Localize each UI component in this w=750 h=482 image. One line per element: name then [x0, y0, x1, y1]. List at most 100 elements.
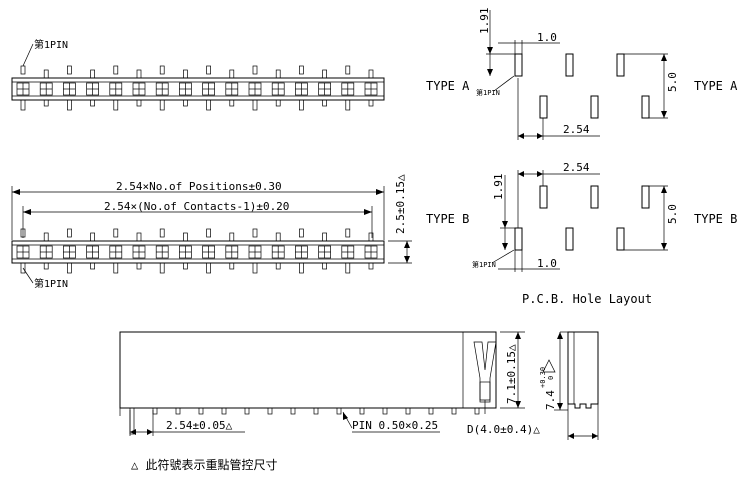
- type-a-hole: [616, 53, 625, 77]
- connector-pin: [341, 65, 355, 111]
- front-pin-row: [16, 228, 378, 274]
- connector-pin: [318, 69, 331, 107]
- connector-pin: [132, 69, 146, 107]
- type-b-row-spacing-dim: 5.0: [666, 204, 679, 224]
- front-pin1-leader: [22, 267, 34, 284]
- connector-pin: [16, 65, 30, 111]
- connector-pin: [295, 228, 308, 274]
- type-a-hole-1: [514, 53, 523, 77]
- connector-pin: [364, 69, 378, 107]
- top-pin-row: [16, 65, 378, 111]
- type-a-hole-width-dim: 1.0: [537, 31, 557, 44]
- connector-pin: [16, 228, 30, 274]
- contacts-dim-text: 2.54×(No.of Contacts-1)±0.20: [104, 200, 289, 213]
- side-height-dim-text: 7.1±0.15△: [505, 344, 518, 404]
- type-b-hole: [539, 185, 548, 209]
- pin-dim-text: PIN 0.50×0.25: [352, 419, 438, 432]
- pcb-layout-title: P.C.B. Hole Layout: [522, 292, 652, 306]
- top-pin1-label: 第1PIN: [34, 38, 68, 51]
- end-view: 7.4 +0.30 0 D(4.0±0.4)△: [467, 331, 599, 440]
- side-pin: [359, 407, 365, 415]
- type-a-row-offset-dim: 1.91: [478, 8, 491, 35]
- front-housing-outline: [11, 240, 385, 264]
- pcb-type-b: TYPE B TYPE B 2.54 1.91 5.0 1.0 第1PI: [426, 161, 737, 272]
- type-a-row-spacing-dim: 5.0: [666, 72, 679, 92]
- connector-pin: [155, 228, 169, 274]
- overall-dim-text: 2.54×No.of Positions±0.30: [116, 180, 282, 193]
- type-b-hole: [590, 185, 599, 209]
- side-pin: [451, 407, 457, 415]
- type-b-hole-1: [514, 227, 523, 251]
- front-height-dim-text: 2.5±0.15△: [394, 174, 407, 234]
- side-pin: [152, 407, 158, 415]
- end-height-tol-minus: 0: [547, 376, 555, 380]
- type-a-pitch-dim: 2.54: [563, 123, 590, 136]
- type-b-pitch-dim: 2.54: [563, 161, 590, 174]
- connector-pin: [248, 228, 262, 274]
- type-a-hole: [539, 95, 548, 119]
- connector-pin: [341, 228, 355, 274]
- side-housing-outline: [119, 331, 497, 409]
- side-pin: [244, 407, 250, 415]
- type-a-left-label: TYPE A: [426, 79, 470, 93]
- connector-pin: [225, 232, 239, 270]
- connector-pin: [109, 65, 123, 111]
- type-a-hole: [565, 53, 574, 77]
- side-pin: [221, 407, 227, 415]
- connector-pin: [202, 65, 215, 111]
- connector-pin: [63, 228, 76, 274]
- connector-pin: [364, 232, 378, 270]
- contact-detail: [473, 341, 497, 401]
- connector-pin: [39, 232, 53, 270]
- side-pin-row: [129, 407, 480, 435]
- connector-pin: [295, 65, 308, 111]
- top-pin1-leader: [22, 43, 34, 67]
- connector-pin: [39, 69, 53, 107]
- connector-pin: [225, 69, 239, 107]
- connector-pin: [271, 69, 285, 107]
- type-b-hole-width-dim: 1.0: [537, 257, 557, 270]
- type-b-left-label: TYPE B: [426, 212, 469, 226]
- end-height-tol-plus: +0.30: [539, 367, 547, 388]
- connector-pin: [179, 232, 192, 270]
- end-view-outline: [567, 331, 599, 409]
- pcb-type-a: TYPE A TYPE A 1.91 1.0 5.0 2.54 第1PI: [426, 8, 738, 140]
- type-a-hole: [641, 95, 650, 119]
- pitch-dim-text: 2.54±0.05△: [166, 419, 233, 432]
- side-view: 2.54±0.05△ PIN 0.50×0.25 7.1±0.15△: [119, 331, 525, 436]
- connector-pin: [155, 65, 169, 111]
- end-key-triangle: [542, 359, 556, 373]
- type-b-hole: [616, 227, 625, 251]
- front-pin1-label: 第1PIN: [34, 277, 68, 290]
- connector-pin: [179, 69, 192, 107]
- type-b-hole: [565, 227, 574, 251]
- connector-pin: [63, 65, 76, 111]
- side-pin: [267, 407, 273, 415]
- connector-pin: [271, 232, 285, 270]
- end-height-main: 7.4: [544, 390, 557, 410]
- side-pin: [175, 407, 181, 415]
- top-view: 第1PIN: [11, 38, 385, 111]
- type-b-row-offset-dim: 1.91: [492, 174, 505, 201]
- connector-pin: [86, 232, 99, 270]
- type-a-hole: [590, 95, 599, 119]
- side-pin: [405, 407, 411, 415]
- front-view: 2.54×No.of Positions±0.30 2.54×(No.of Co…: [11, 174, 412, 290]
- side-pin: [290, 407, 296, 415]
- side-pin: [198, 407, 204, 415]
- connector-pin: [109, 228, 123, 274]
- type-a-pin1-label: 第1PIN: [476, 88, 500, 97]
- footnote: △ 此符號表示重點管控尺寸: [131, 457, 277, 472]
- type-b-hole: [641, 185, 650, 209]
- connector-pin: [86, 69, 99, 107]
- connector-pin: [248, 65, 262, 111]
- side-pin: [428, 407, 434, 415]
- side-pin: [313, 407, 319, 415]
- depth-dim-text: D(4.0±0.4)△: [467, 423, 540, 436]
- side-pin: [382, 407, 388, 415]
- type-b-right-label: TYPE B: [694, 212, 737, 226]
- side-pin: [336, 407, 342, 415]
- connector-pin: [202, 228, 215, 274]
- connector-pin: [318, 232, 331, 270]
